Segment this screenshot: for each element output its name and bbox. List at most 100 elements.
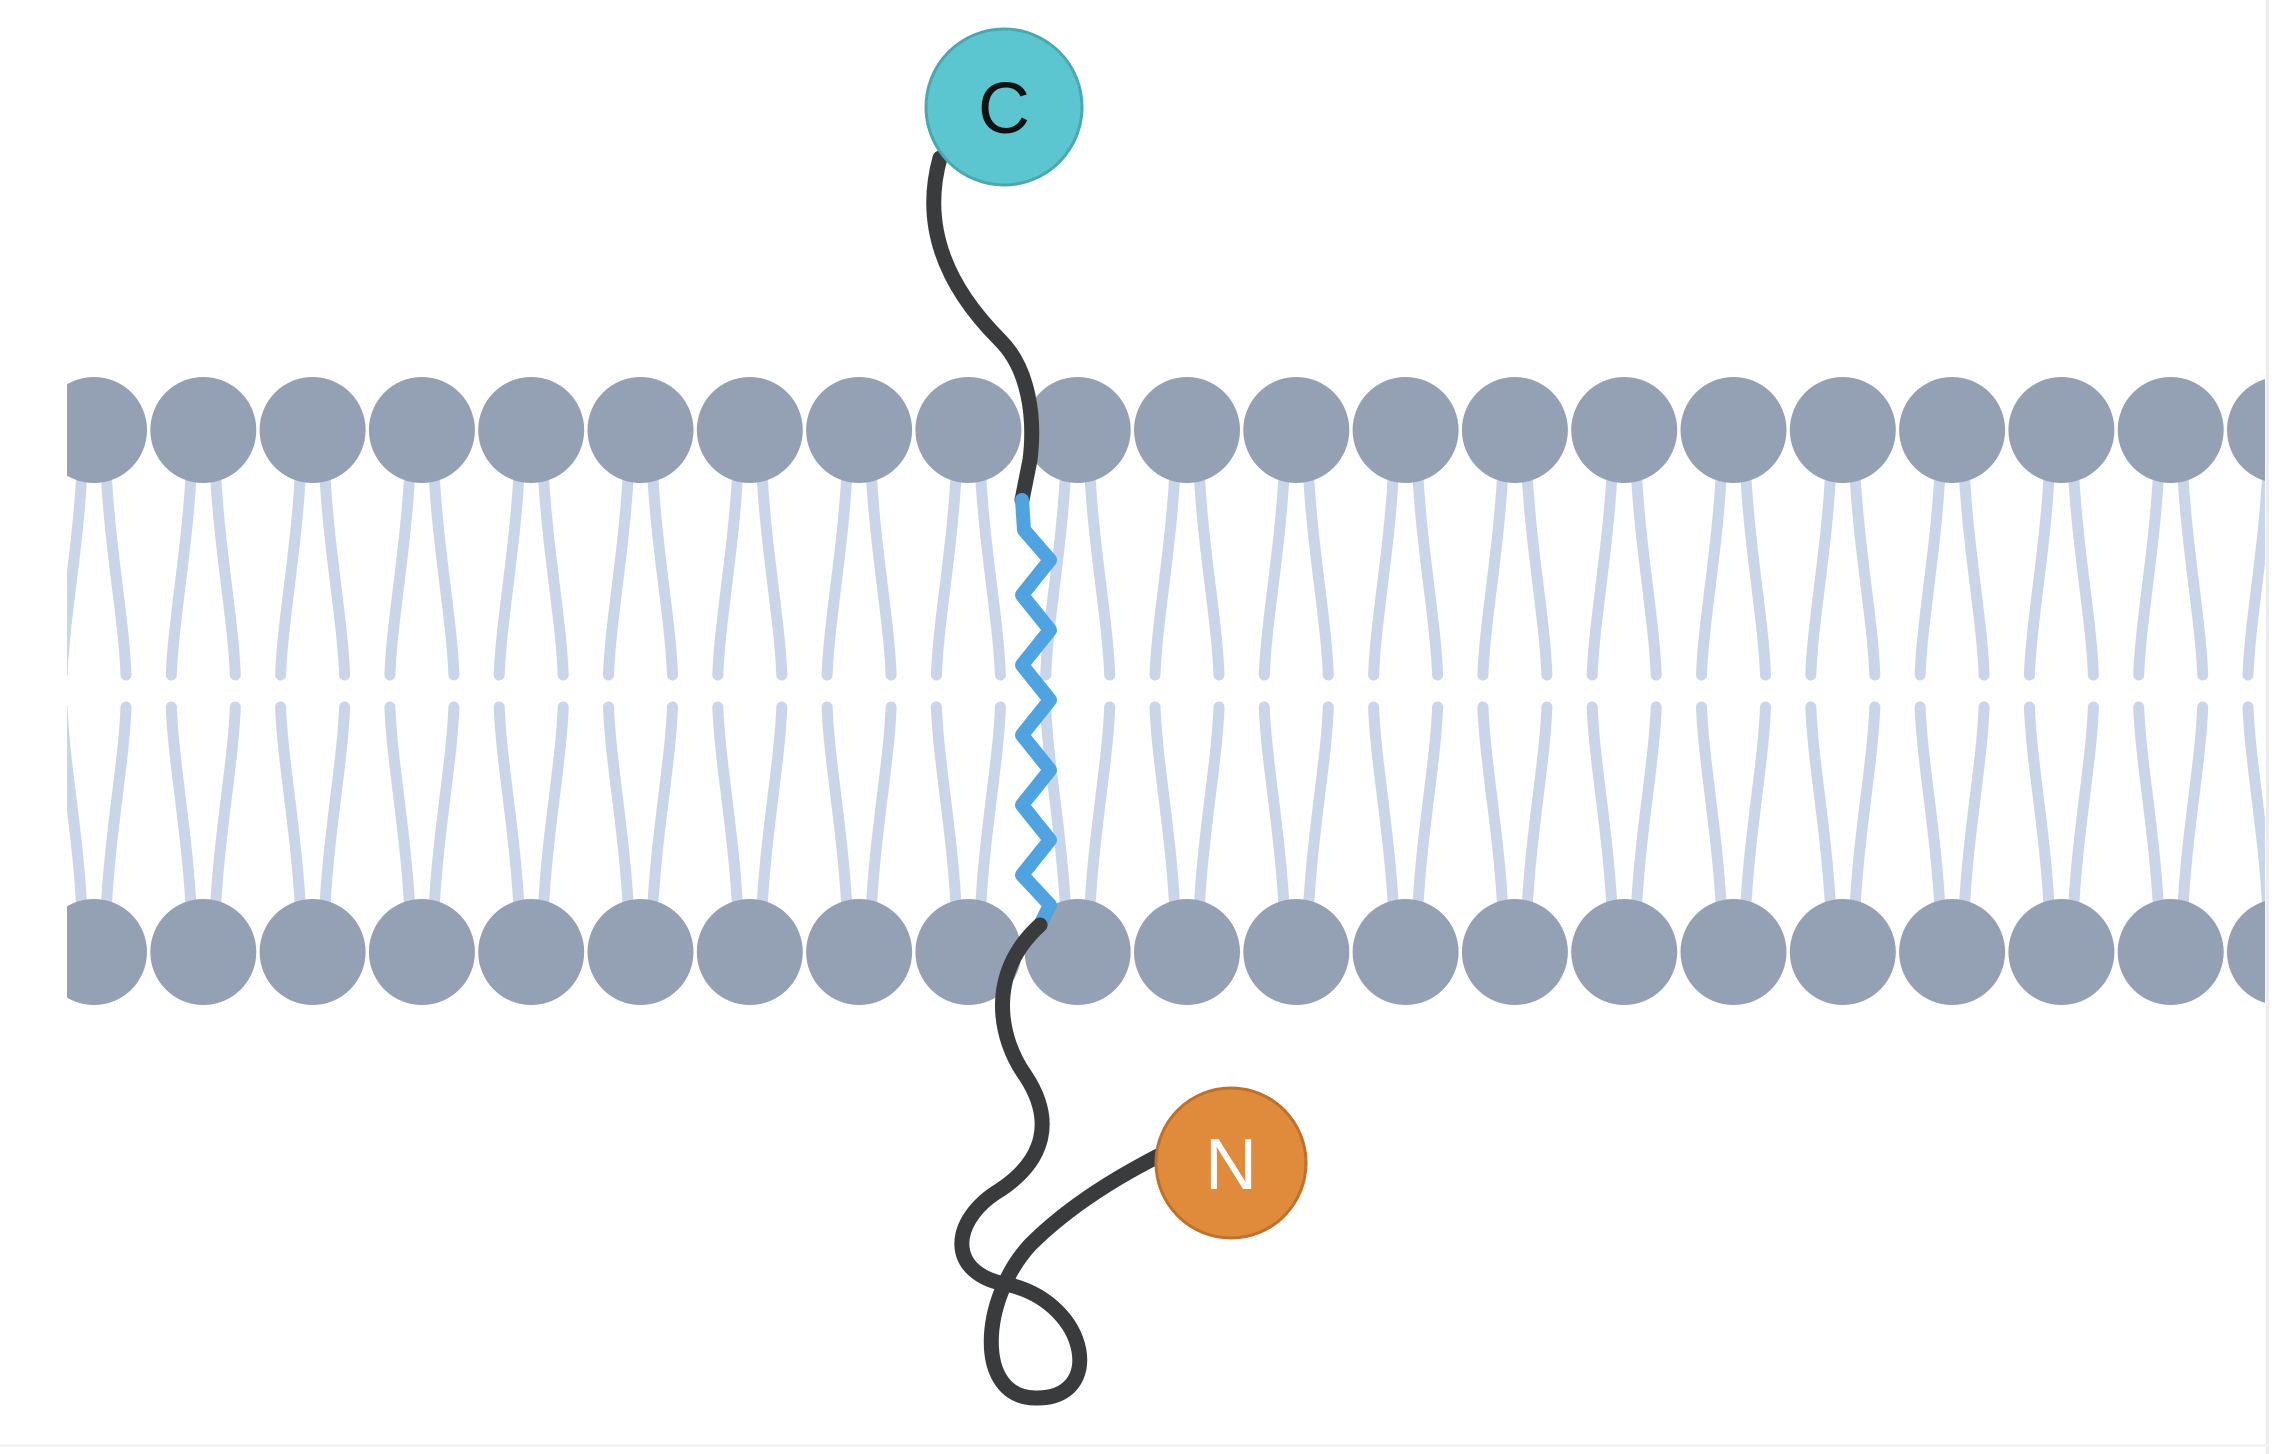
lipid-head-upper (1243, 377, 1350, 483)
lipid-tail (1805, 701, 1837, 918)
frame-right-edge (2266, 0, 2269, 1454)
lipid-tail (1412, 701, 1444, 918)
lipid-tail (1412, 464, 1444, 681)
lipid-tail (319, 701, 351, 918)
lipid-head-lower (587, 899, 694, 1005)
c-terminus: C (924, 27, 1084, 187)
lipid-tail (1696, 464, 1727, 681)
lipid-tail (1521, 701, 1553, 918)
lipid-head-lower (1352, 899, 1459, 1005)
lipid-head-lower (2227, 901, 2265, 1003)
n-terminus-label: N (1205, 1125, 1257, 1205)
lipid-tail (1740, 464, 1771, 681)
lipid-tail (1477, 464, 1509, 681)
lipid-tail (974, 464, 1006, 681)
lipid-heads (67, 377, 2265, 1005)
lipid-tail (647, 701, 678, 918)
lipid-tail (319, 464, 351, 681)
lipid-tail (165, 701, 197, 918)
lipid-tail (2023, 464, 2055, 681)
lipid-tail (428, 464, 460, 681)
lipid-head-lower (2117, 899, 2224, 1005)
lipid-head-upper (1024, 377, 1131, 483)
lipid-tail (1696, 701, 1727, 918)
lipid-tail (865, 701, 897, 918)
lipid-tail (974, 701, 1006, 918)
lipid-tail (493, 701, 525, 918)
lipid-tail (100, 701, 132, 918)
lipid-head-upper (67, 377, 147, 483)
lipid-head-lower (1789, 899, 1896, 1005)
transmembrane-helix (1015, 493, 1057, 932)
lipid-head-upper (1134, 377, 1240, 483)
lipid-tail (1958, 701, 1990, 918)
lipid-head-lower (696, 899, 803, 1005)
lipid-head-upper (1789, 377, 1896, 483)
lipid-tail (603, 464, 634, 681)
lipid-tail (1302, 701, 1334, 918)
lipid-head-lower (1461, 899, 1568, 1005)
lipid-tail (1849, 464, 1881, 681)
lipid-tail (1040, 701, 1072, 918)
lipid-head-upper (368, 377, 475, 483)
lipid-tails (67, 464, 2265, 918)
lipid-head-lower (1680, 899, 1787, 1005)
lipid-tail (712, 701, 744, 918)
lipid-tail (67, 464, 88, 678)
lipid-tail (1258, 464, 1290, 681)
lipid-head-upper (1680, 377, 1787, 483)
lipid-tail (2133, 464, 2165, 681)
lipid-tail (165, 464, 197, 681)
lipid-tail (1805, 464, 1837, 681)
c-terminus-label: C (978, 69, 1030, 149)
lipid-tail (2177, 701, 2209, 918)
lipid-tail (209, 701, 241, 918)
lipid-tail (1084, 701, 1116, 918)
lipid-tail (493, 464, 525, 681)
lipid-head-lower (67, 899, 147, 1005)
lipid-tail (647, 464, 678, 681)
lipid-bilayer (67, 377, 2265, 1005)
lipid-tail (865, 464, 897, 681)
frame-bottom-edge (0, 1444, 2269, 1447)
lipid-head-lower (1899, 899, 2006, 1005)
n-terminus: N (1154, 1086, 1308, 1240)
lipid-head-lower (1243, 899, 1350, 1005)
lipid-tail (1368, 701, 1400, 918)
lipid-head-lower (478, 899, 585, 1005)
lipid-tail (1914, 464, 1946, 681)
lipid-tail (1302, 464, 1334, 681)
lipid-head-upper (1352, 377, 1459, 483)
lipid-head-lower (915, 899, 1022, 1005)
lipid-tail (428, 701, 460, 918)
lipid-head-upper (1571, 377, 1678, 483)
lipid-head-lower (806, 899, 913, 1005)
lipid-tail (1193, 464, 1225, 681)
lipid-tail (2133, 701, 2165, 918)
lipid-head-upper (2227, 379, 2265, 481)
lipid-tail (821, 464, 853, 681)
lipid-tail (1477, 701, 1509, 918)
lipid-tail (1149, 464, 1181, 681)
lipid-tail (1368, 464, 1400, 681)
lipid-tail (384, 701, 416, 918)
lipid-head-upper (587, 377, 694, 483)
lipid-head-lower (1024, 899, 1131, 1005)
lipid-tail (1849, 701, 1881, 918)
lipid-tail (67, 704, 88, 918)
lipid-head-upper (1899, 377, 2006, 483)
lipid-tail (275, 701, 307, 918)
lipid-head-lower (150, 899, 257, 1005)
lipid-tail (275, 464, 307, 681)
lipid-tail (209, 464, 241, 681)
lipid-tail (1630, 464, 1662, 681)
lipid-tail (756, 701, 788, 918)
lipid-head-lower (1571, 899, 1678, 1005)
lipid-tail (1193, 701, 1225, 918)
lipid-head-upper (150, 377, 257, 483)
lipid-tail (603, 701, 634, 918)
lipid-tail (2067, 701, 2099, 918)
lipid-tail (1040, 464, 1072, 681)
lipid-head-upper (2008, 377, 2115, 483)
